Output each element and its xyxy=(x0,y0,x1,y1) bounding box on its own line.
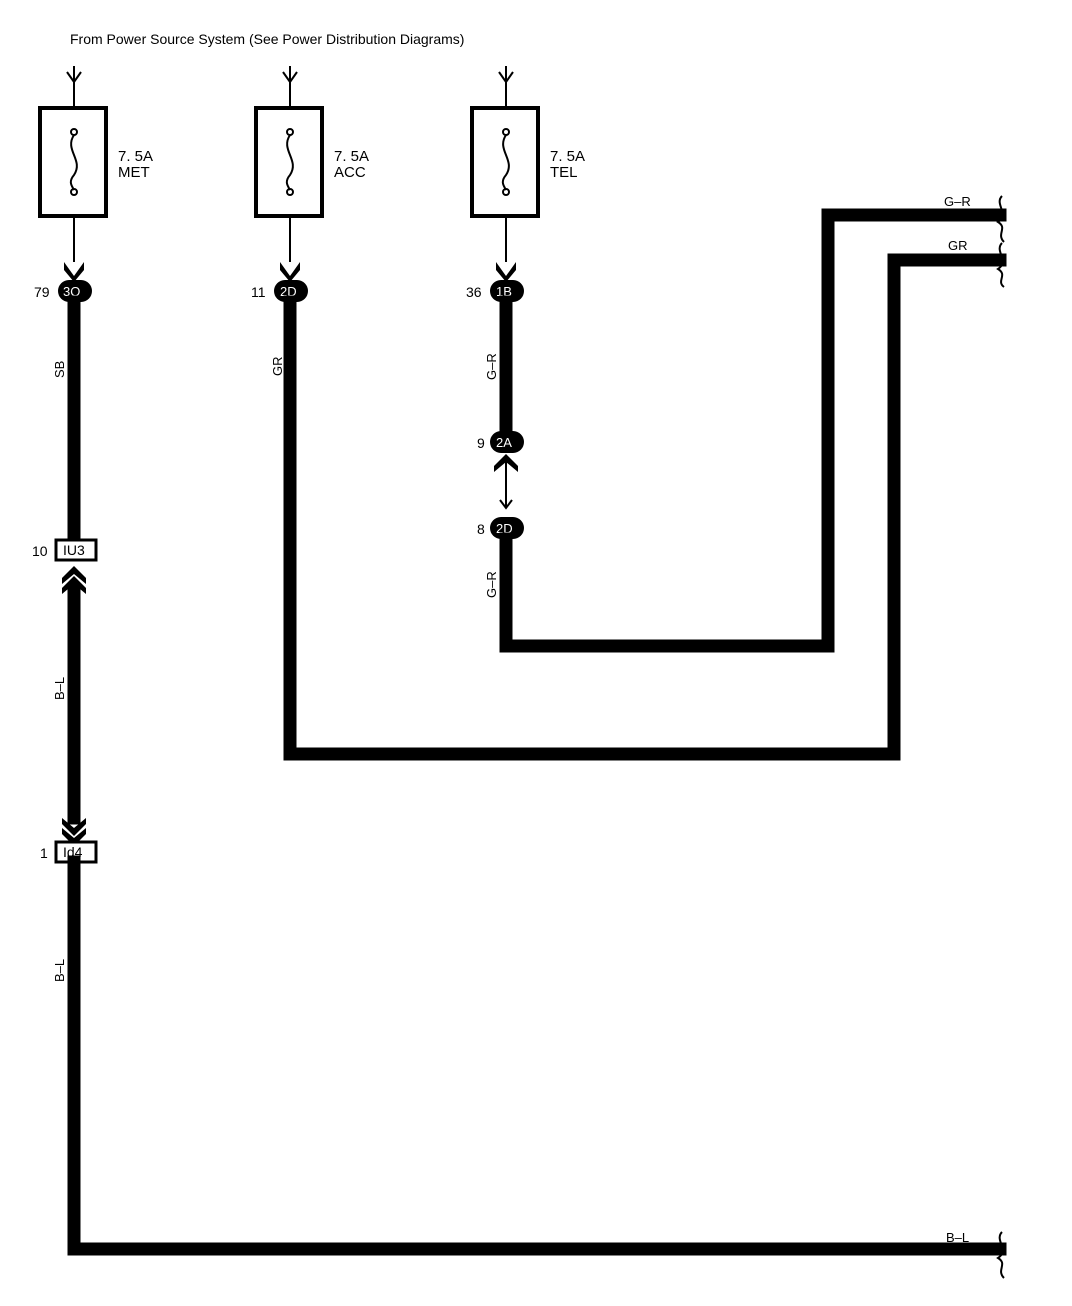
wire-color-sb: SB xyxy=(52,361,67,378)
met-circuit: 7. 5A MET 3Q 79 SB IU3 10 B–L Id4 1 B–L … xyxy=(32,66,1007,1279)
fuse-acc-name: ACC xyxy=(334,164,366,181)
fuse-acc xyxy=(254,106,324,218)
fuse-tel-rating: 7. 5A xyxy=(550,148,585,165)
acc-circuit: 7. 5A ACC 2D 11 GR GR xyxy=(251,66,1007,761)
connector-2a-pin: 9 xyxy=(477,435,485,451)
svg-text:2D: 2D xyxy=(280,284,297,299)
fuse-met-name: MET xyxy=(118,164,150,181)
connector-3q-pin: 79 xyxy=(34,284,50,300)
wire-color-bl-middle: B–L xyxy=(52,677,67,700)
tel-circuit: 7. 5A TEL 1B 36 G–R 2A 9 2D 8 G–R G–R xyxy=(466,66,1007,653)
connector-2d-tel xyxy=(490,517,524,539)
svg-text:1B: 1B xyxy=(496,284,512,299)
fuse-met-rating: 7. 5A xyxy=(118,148,153,165)
fuse-acc-rating: 7. 5A xyxy=(334,148,369,165)
connector-2d-acc-pin: 11 xyxy=(251,284,266,300)
connector-2d-tel-pin: 8 xyxy=(477,521,485,537)
fuse-met xyxy=(38,106,108,218)
svg-text:3Q: 3Q xyxy=(63,284,80,299)
fuse-tel xyxy=(470,106,540,218)
wire-color-bl-lower: B–L xyxy=(52,959,67,982)
source-system-label: From Power Source System (See Power Dist… xyxy=(70,31,464,47)
connector-1b-pin: 36 xyxy=(466,284,482,300)
connector-iu3 xyxy=(54,538,98,562)
wire-color-gr-upper: G–R xyxy=(484,353,499,380)
wire-color-gr: GR xyxy=(270,357,285,377)
connector-3q xyxy=(58,280,92,302)
connector-2d-acc xyxy=(274,280,308,302)
connector-iu3-pin: 10 xyxy=(32,543,48,559)
fuse-tel-name: TEL xyxy=(550,164,578,181)
connector-1b xyxy=(490,280,524,302)
wire-color-gr-right: GR xyxy=(948,238,968,253)
wire-color-gr-lower: G–R xyxy=(484,571,499,598)
svg-text:IU3: IU3 xyxy=(63,542,85,558)
connector-2a xyxy=(490,431,524,453)
svg-text:2D: 2D xyxy=(496,521,513,536)
connector-id4-pin: 1 xyxy=(40,845,48,861)
wire-color-gr-right-top: G–R xyxy=(944,194,971,209)
svg-text:2A: 2A xyxy=(496,435,512,450)
wire-color-bl-right: B–L xyxy=(946,1230,969,1245)
